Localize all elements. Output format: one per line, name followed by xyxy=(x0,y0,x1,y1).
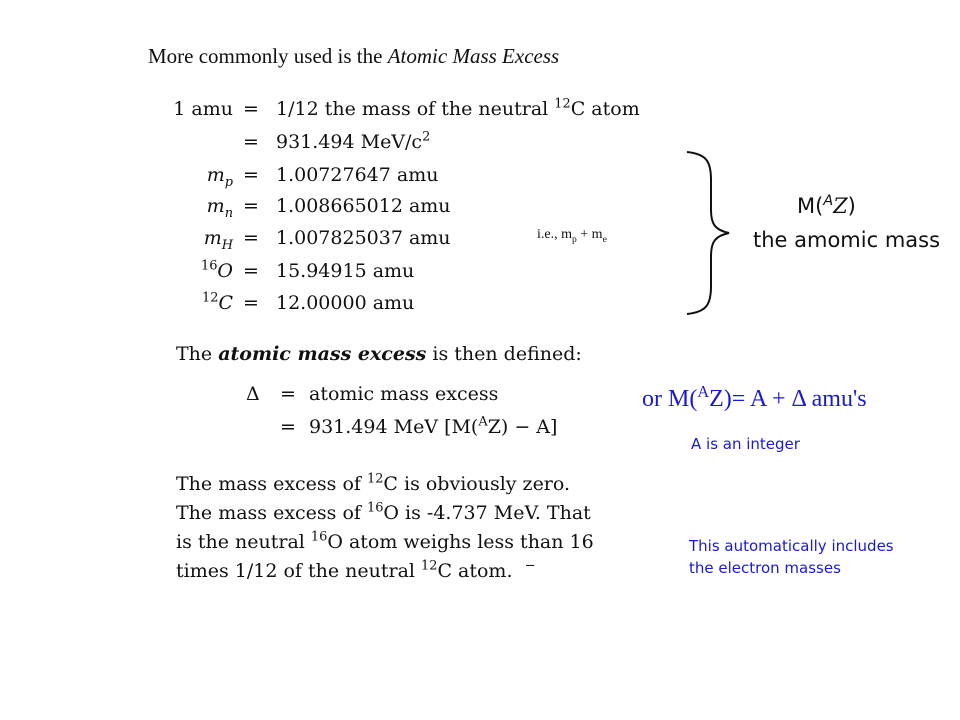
delta-symbol: Δ xyxy=(246,383,260,405)
def-rhs: 1.00727647 amu xyxy=(276,164,439,186)
excess-rhs: 931.494 MeV [M(AZ) − A] xyxy=(309,414,558,438)
equals-sign: = xyxy=(243,164,259,186)
def-rhs: 12.00000 amu xyxy=(276,292,415,314)
slide-title: More commonly used is the Atomic Mass Ex… xyxy=(148,44,560,68)
curly-brace-icon xyxy=(686,151,730,315)
def-rhs: 1.008665012 amu xyxy=(276,195,451,217)
def-lhs: 1 amu xyxy=(173,98,233,120)
equals-sign: = xyxy=(243,195,259,217)
electron-note: This automatically includes the electron… xyxy=(689,537,894,577)
def-lhs: mp xyxy=(206,164,233,190)
equals-sign: = xyxy=(243,227,259,249)
equals-sign: = xyxy=(280,383,296,405)
def-rhs: 15.94915 amu xyxy=(276,260,415,282)
equals-sign: = xyxy=(243,292,259,314)
excess-rhs: atomic mass excess xyxy=(309,383,499,405)
def-lhs: 12C xyxy=(202,290,233,314)
proton-electron-note: i.e., mp + me xyxy=(537,227,607,245)
def-rhs: 1.007825037 amu xyxy=(276,227,451,249)
paragraph-line: times 1/12 of the neutral 12C atom. − xyxy=(176,558,536,582)
alt-form-equation: or M(AZ)= A + Δ amu's xyxy=(642,382,867,412)
equals-sign: = xyxy=(280,416,296,438)
equals-sign: = xyxy=(243,98,259,120)
paragraph-line: The mass excess of 16O is -4.737 MeV. Th… xyxy=(176,500,591,524)
title-emphasis: Atomic Mass Excess xyxy=(387,44,560,68)
integer-note: A is an integer xyxy=(691,435,800,453)
def-rhs: 1/12 the mass of the neutral 12C atom xyxy=(276,96,640,120)
def-lhs: mH xyxy=(203,227,233,253)
def-lhs: 16O xyxy=(200,258,233,282)
mass-excess-paragraph: The mass excess of 12C is obviously zero… xyxy=(176,470,594,586)
paragraph-line: is the neutral 16O atom weighs less than… xyxy=(176,529,594,553)
atomic-mass-symbol: M(AZ) xyxy=(797,193,856,218)
excess-intro: The atomic mass excess is then defined: xyxy=(176,343,582,365)
equals-sign: = xyxy=(243,260,259,282)
equals-sign: = xyxy=(243,131,259,153)
def-lhs: mn xyxy=(206,195,233,221)
def-rhs: 931.494 MeV/c2 xyxy=(276,129,431,153)
paragraph-line: The mass excess of 12C is obviously zero… xyxy=(176,471,571,495)
atomic-mass-caption: the amomic mass xyxy=(753,228,941,252)
